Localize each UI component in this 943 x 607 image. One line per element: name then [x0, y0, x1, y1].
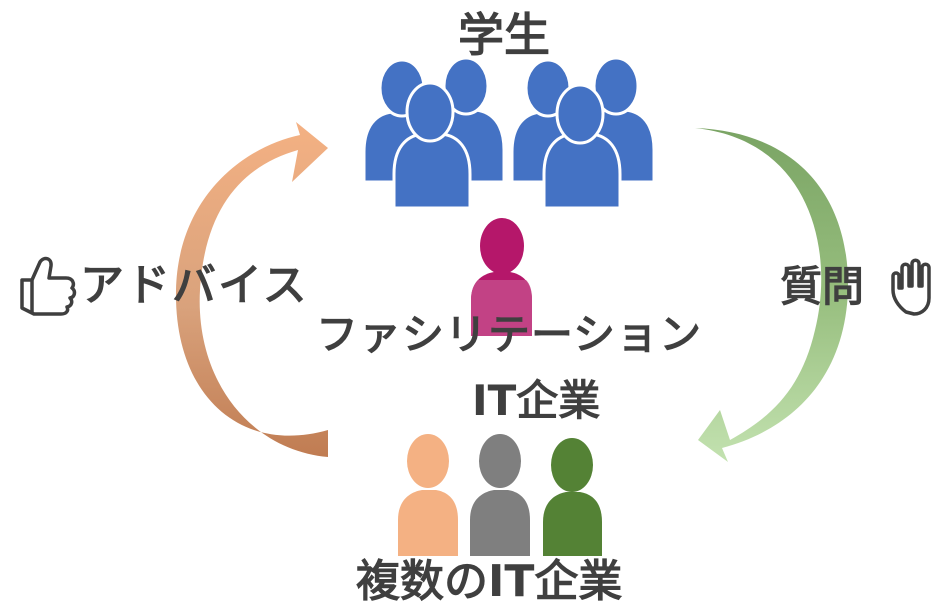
multiple-it-companies-label: 複数のIT企業: [356, 556, 623, 607]
facilitator-icon: [471, 218, 532, 336]
company-icon-gray: [470, 434, 530, 556]
thumbs-up-icon: [20, 256, 77, 316]
students-label: 学生: [458, 8, 550, 62]
student-group-icon: [362, 56, 656, 210]
advice-flow-arrow: [175, 122, 328, 457]
it-company-label: IT企業: [472, 376, 601, 425]
company-icon-orange: [398, 434, 458, 556]
question-flow-arrow: [695, 128, 849, 462]
student-icon: [542, 83, 622, 210]
raised-hand-icon: [891, 258, 931, 316]
company-icon-green: [543, 438, 602, 556]
student-icon: [392, 81, 472, 210]
facilitation-label: ファシリテーション: [316, 310, 703, 359]
question-label: 質問: [780, 262, 865, 311]
advice-label: アドバイス: [80, 260, 309, 311]
